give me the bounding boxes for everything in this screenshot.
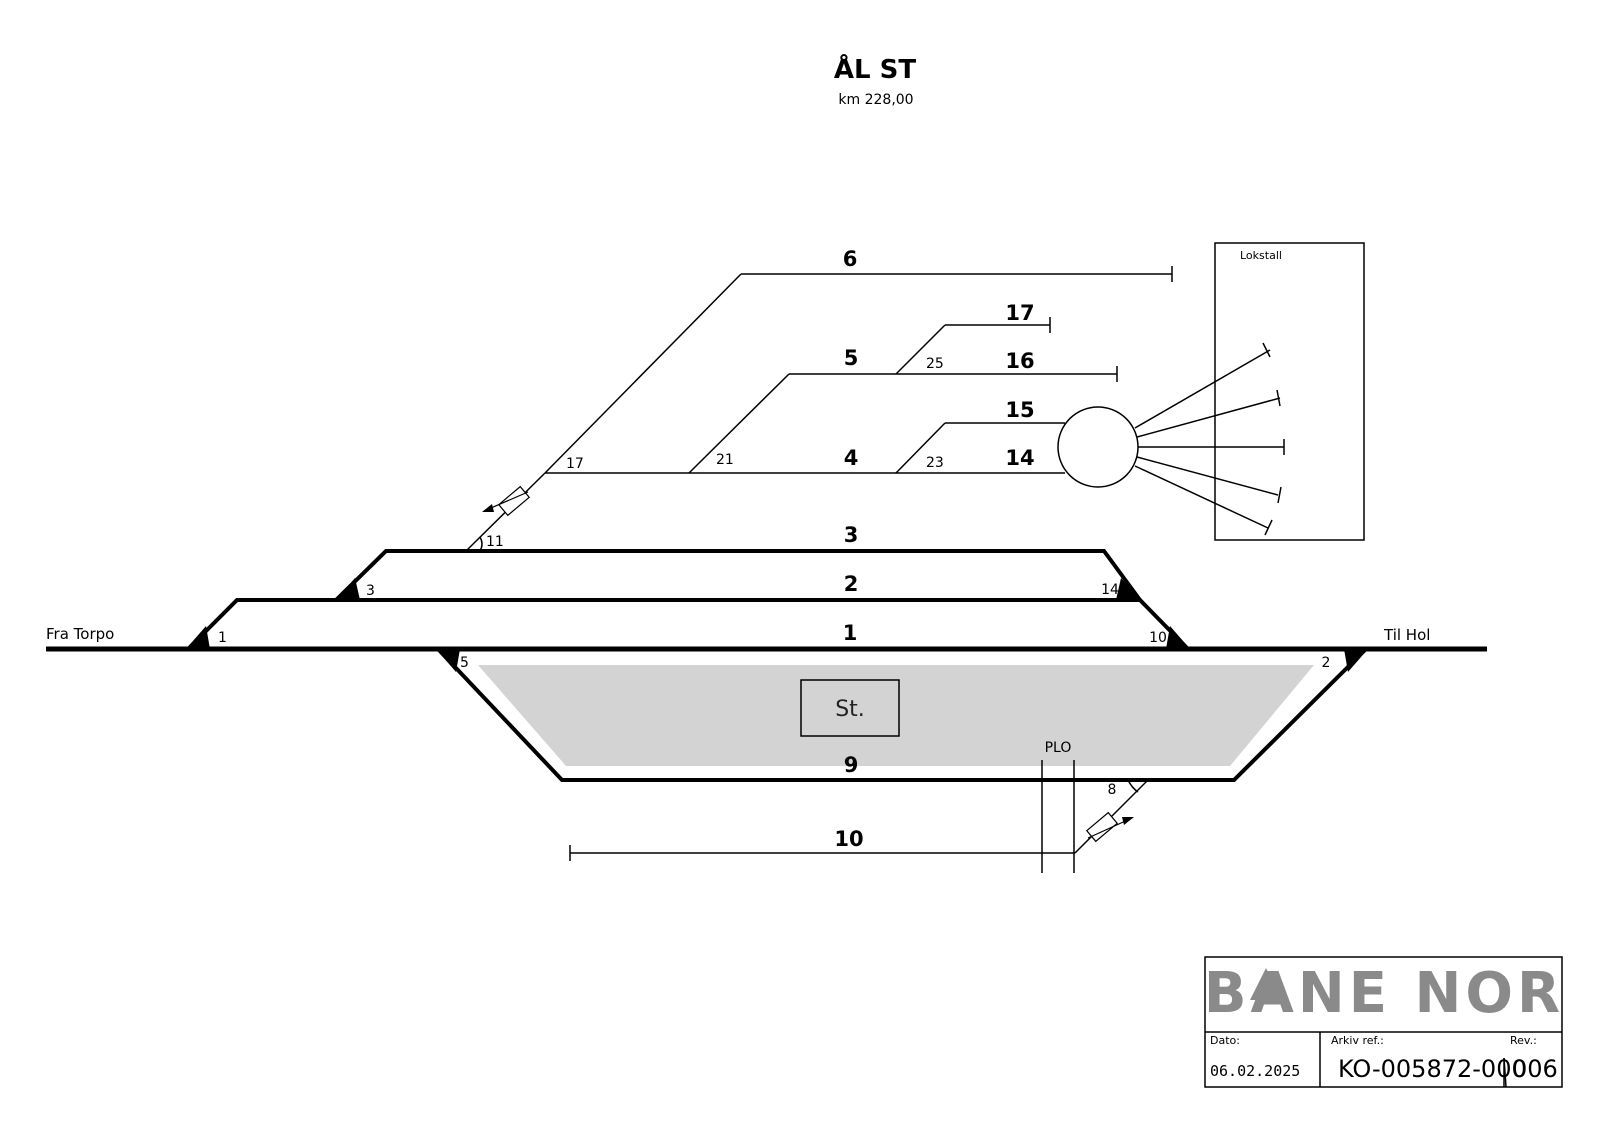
switch-label-10: 10: [1149, 630, 1167, 646]
switch-label-2: 2: [1322, 655, 1331, 671]
date-value: 06.02.2025: [1210, 1062, 1300, 1080]
track-15-diagonal: [895, 422, 946, 474]
switch-2-marker: [1344, 649, 1368, 672]
track-label-2: 2: [844, 572, 859, 596]
track-label-4: 4: [844, 446, 859, 470]
derailer-upper: [482, 485, 531, 517]
shed-buffer-d: [1277, 486, 1282, 504]
switch-14-marker: [1116, 578, 1140, 600]
track-label-3: 3: [844, 523, 859, 547]
switch-5-marker: [436, 649, 460, 672]
derailer-lower: [1085, 811, 1134, 843]
switch-11-arc: [479, 536, 483, 552]
track-label-1: 1: [843, 621, 858, 645]
switch-label-3: 3: [366, 583, 375, 599]
shed-track-e: [1134, 465, 1269, 529]
shed-track-d: [1136, 456, 1279, 496]
track-2-line: [186, 598, 1190, 651]
track-17-diagonal: [895, 324, 946, 375]
shed-track-b: [1136, 397, 1281, 438]
lokstall-label: Lokstall: [1240, 249, 1282, 262]
shed-buffer-b: [1276, 389, 1281, 407]
track-label-9: 9: [844, 753, 859, 777]
switch-label-8: 8: [1108, 782, 1117, 798]
track-9-line: [436, 647, 1368, 782]
switch-label-21: 21: [716, 452, 734, 468]
station-building: [800, 679, 900, 737]
revision-value: 006: [1512, 1055, 1558, 1083]
station-km: km 228,00: [838, 92, 913, 108]
track-3-line: [334, 549, 1142, 602]
bane-nor-logo: [1250, 968, 1282, 1000]
title-block: [1204, 956, 1563, 1088]
switch-label-25: 25: [926, 356, 944, 372]
track-5-diagonal: [688, 373, 790, 474]
bane-nor-logo-text: BANE NOR: [1204, 961, 1564, 1026]
turntable: [1057, 406, 1139, 488]
direction-from-label: Fra Torpo: [46, 625, 114, 643]
revision-label: Rev.:: [1510, 1034, 1537, 1047]
track-label-10: 10: [834, 827, 863, 851]
switch-label-5: 5: [460, 655, 469, 671]
track-label-15: 15: [1005, 398, 1034, 422]
track-label-17: 17: [1005, 301, 1034, 325]
shed-buffer-a: [1262, 342, 1271, 358]
plo-label: PLO: [1045, 740, 1072, 756]
switch-label-14: 14: [1101, 582, 1119, 598]
archive-label: Arkiv ref.:: [1331, 1034, 1384, 1047]
switch-label-23: 23: [926, 455, 944, 471]
track-label-14: 14: [1005, 446, 1034, 470]
switch-label-17: 17: [566, 456, 584, 472]
switch-8-arc: [1127, 779, 1139, 793]
station-building-label: St.: [835, 697, 865, 722]
switch-label-11: 11: [486, 534, 504, 550]
shed-track-a: [1134, 349, 1271, 429]
track-6-diagonal: [544, 273, 742, 474]
switch-3-marker: [336, 578, 360, 600]
switch-10-marker: [1166, 626, 1190, 649]
track-label-5: 5: [844, 346, 859, 370]
track-label-16: 16: [1005, 349, 1034, 373]
switch-label-1: 1: [218, 630, 227, 646]
archive-value: KO-005872-000: [1338, 1055, 1527, 1083]
station-title: ÅL ST: [834, 53, 916, 85]
switch-1-marker: [186, 626, 210, 649]
lokstall-building: [1214, 242, 1365, 541]
direction-to-label: Til Hol: [1383, 626, 1430, 644]
date-label: Dato:: [1210, 1034, 1240, 1047]
shed-buffer-e: [1264, 519, 1273, 536]
track-label-6: 6: [843, 247, 858, 271]
